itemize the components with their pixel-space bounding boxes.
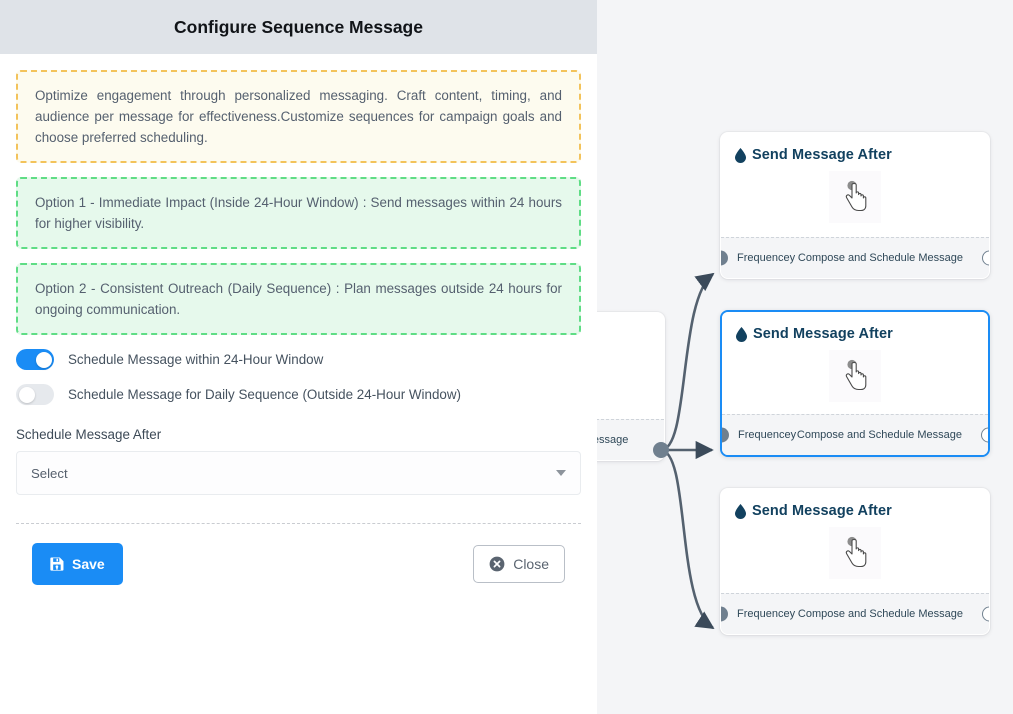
- node-title-row-3: Send Message After: [735, 503, 975, 519]
- node-title-row-2: Send Message After: [736, 326, 974, 342]
- node-frequency-label-3: Frequencey: [737, 608, 796, 620]
- edge-to-node-1: [660, 272, 715, 452]
- hand-icon-box-2: [829, 350, 881, 402]
- node-footer-2: Frequencey Compose and Schedule Message: [722, 414, 988, 455]
- water-drop-icon: [736, 326, 747, 342]
- toggle-row-within-24h[interactable]: Schedule Message within 24-Hour Window: [16, 349, 581, 370]
- hand-icon-box-3: [829, 527, 881, 579]
- toggle-daily-sequence[interactable]: [16, 384, 54, 405]
- toggle-knob: [18, 386, 35, 403]
- node-body-icon-wrap-1: [721, 171, 989, 223]
- footer-divider: [16, 523, 581, 524]
- node-footer-1: Frequencey Compose and Schedule Message: [721, 237, 989, 278]
- source-handle-hub[interactable]: [653, 442, 669, 458]
- node-card-1[interactable]: Send Message After Frequencey Compose an…: [720, 132, 990, 279]
- edge-to-node-3: [660, 448, 715, 630]
- node-body-icon-wrap-2: [722, 350, 988, 402]
- info-note: Optimize engagement through personalized…: [16, 70, 581, 163]
- close-circle-icon: [489, 556, 505, 572]
- node-body-3: Send Message After: [721, 489, 989, 593]
- configure-sequence-dialog: Configure Sequence Message Optimize enga…: [0, 0, 597, 585]
- node-body-1: Send Message After: [721, 133, 989, 237]
- hand-pointer-icon: [845, 536, 867, 568]
- source-handle-2[interactable]: [981, 427, 988, 443]
- save-disk-icon: [50, 557, 64, 571]
- hand-icon-box-1: [829, 171, 881, 223]
- node-title-3: Send Message After: [752, 503, 892, 519]
- hand-pointer-icon: [845, 359, 867, 391]
- dialog-footer: Save Close: [16, 524, 581, 585]
- node-title-row-1: Send Message After: [735, 147, 975, 163]
- node-card-3[interactable]: Send Message After Frequencey Compose an…: [720, 488, 990, 635]
- schedule-after-value: Select: [31, 465, 68, 481]
- schedule-after-label: Schedule Message After: [16, 427, 162, 442]
- toggle-within-24h-label: Schedule Message within 24-Hour Window: [68, 352, 324, 367]
- node-footer-3: Frequencey Compose and Schedule Message: [721, 593, 989, 634]
- schedule-after-select[interactable]: Select: [16, 451, 581, 495]
- node-body-2: Send Message After: [722, 312, 988, 414]
- close-button-label: Close: [513, 556, 549, 572]
- source-handle-3[interactable]: [982, 606, 989, 622]
- node-frequency-label-1: Frequencey: [737, 252, 796, 264]
- option-two-note: Option 2 - Consistent Outreach (Daily Se…: [16, 263, 581, 335]
- node-compose-label-1: Compose and Schedule Message: [797, 252, 963, 264]
- toggle-knob: [35, 351, 52, 368]
- chevron-down-icon[interactable]: [556, 470, 566, 476]
- toggle-daily-sequence-label: Schedule Message for Daily Sequence (Out…: [68, 387, 461, 402]
- node-compose-label-3: Compose and Schedule Message: [797, 608, 963, 620]
- dialog-body: Optimize engagement through personalized…: [0, 54, 597, 585]
- target-handle-2[interactable]: [722, 427, 729, 443]
- toggle-within-24h[interactable]: [16, 349, 54, 370]
- water-drop-icon: [735, 147, 746, 163]
- hand-pointer-icon: [845, 180, 867, 212]
- node-frequency-label-2: Frequencey: [738, 429, 797, 441]
- node-title-2: Send Message After: [753, 326, 893, 342]
- page-title: Configure Sequence Message: [174, 16, 423, 37]
- toggle-row-daily-sequence[interactable]: Schedule Message for Daily Sequence (Out…: [16, 384, 581, 405]
- option-one-note: Option 1 - Immediate Impact (Inside 24-H…: [16, 177, 581, 249]
- node-title-1: Send Message After: [752, 147, 892, 163]
- node-body-icon-wrap-3: [721, 527, 989, 579]
- dialog-header: Configure Sequence Message: [0, 0, 597, 54]
- target-handle-3[interactable]: [721, 606, 728, 622]
- node-card-2[interactable]: Send Message After Frequencey Compose an…: [720, 310, 990, 457]
- target-handle-1[interactable]: [721, 250, 728, 266]
- close-button[interactable]: Close: [473, 545, 565, 583]
- water-drop-icon: [735, 503, 746, 519]
- save-button-label: Save: [72, 556, 105, 572]
- save-button[interactable]: Save: [32, 543, 123, 585]
- node-compose-label-2: Compose and Schedule Message: [796, 429, 962, 441]
- source-handle-1[interactable]: [982, 250, 989, 266]
